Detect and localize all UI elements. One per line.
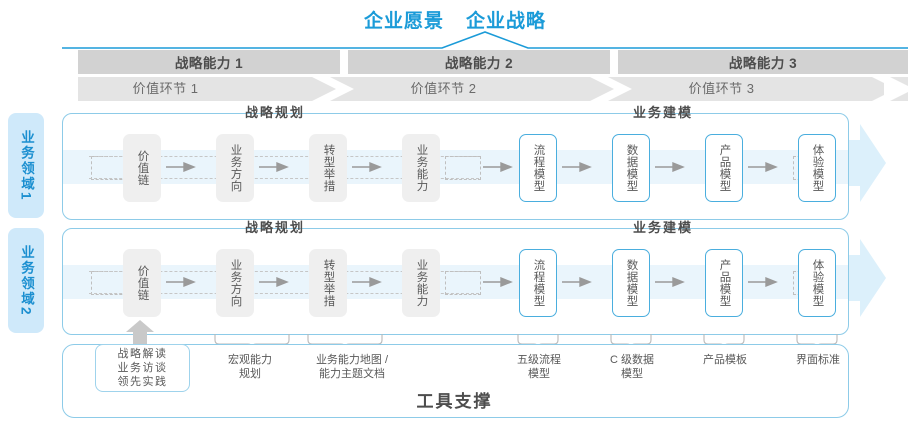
- title-enterprise-strategy: 企业战略: [466, 10, 547, 32]
- arrow-icon-r2-2: [259, 277, 289, 287]
- node-planning-1-row-2[interactable]: 价值链: [123, 249, 161, 317]
- arrow-icon-r2-5: [562, 277, 592, 287]
- arrow-icon-r1-3: [352, 162, 382, 172]
- capability-bar-3: 战略能力 3: [618, 50, 908, 74]
- title-underline-chevron: [62, 31, 908, 49]
- node-modeling-1-row-2[interactable]: 流程模型: [519, 249, 557, 317]
- arrow-icon-r2-3: [352, 277, 382, 287]
- value-chain-chevron-row: [78, 77, 908, 101]
- section-rule-left-planning-2: [75, 228, 220, 229]
- flow-arrowhead-row-1: [840, 124, 886, 202]
- section-rule-left-modeling-2: [483, 228, 608, 229]
- arrow-icon-r1-6: [655, 162, 685, 172]
- node-modeling-1-row-1[interactable]: 流程模型: [519, 134, 557, 202]
- capability-label-1: 战略能力 1: [174, 56, 244, 71]
- section-caption-planning-2: 战略规划: [244, 220, 305, 235]
- node-modeling-3-row-2[interactable]: 产品模型: [705, 249, 743, 317]
- arrow-icon-r2-7: [748, 277, 778, 287]
- value-chain-label-3: 价值环节 3: [688, 81, 755, 96]
- node-modeling-2-row-2[interactable]: 数据模型: [612, 249, 650, 317]
- title-enterprise-vision: 企业愿景: [363, 10, 444, 32]
- dash-line-row-2-b: [89, 293, 479, 294]
- capability-bar-1: 战略能力 1: [78, 50, 340, 74]
- arrow-icon-r2-1: [166, 277, 196, 287]
- arrow-icon-r2-6: [655, 277, 685, 287]
- dash-line-row-1-b: [89, 178, 479, 179]
- tool-label-data-model: C 级数据 模型: [610, 354, 654, 380]
- value-chain-label-1: 价值环节 1: [132, 81, 199, 96]
- tool-support-panel: [62, 344, 849, 418]
- section-caption-planning-1: 战略规划: [244, 105, 305, 120]
- domain-label-num-1: 1: [18, 191, 34, 202]
- tool-label-capability-map: 业务能力地图 / 能力主题文档: [315, 354, 389, 380]
- tool-box-strategy-label: 战略解读 业务访谈 领先实践: [117, 348, 168, 388]
- placeholder-dash-start-row-2: [91, 271, 127, 295]
- tool-label-ui-standard: 界面标准: [796, 354, 840, 366]
- node-planning-1-row-1[interactable]: 价值链: [123, 134, 161, 202]
- node-planning-3-row-2[interactable]: 转型举措: [309, 249, 347, 317]
- upward-arrow-icon: [126, 320, 154, 344]
- tool-support-title: 工具支撑: [62, 388, 847, 411]
- placeholder-dash-start-row-1: [91, 156, 127, 180]
- arrow-icon-r1-5: [562, 162, 592, 172]
- section-caption-modeling-1: 业务建模: [632, 105, 693, 120]
- flow-arrowhead-row-2: [840, 239, 886, 317]
- node-planning-4-row-2[interactable]: 业务能力: [402, 249, 440, 317]
- tool-label-product-template: 产品模板: [703, 354, 747, 366]
- arrow-icon-r2-4: [483, 277, 513, 287]
- domain-label-text-1: 业务领域: [19, 129, 34, 192]
- section-rule-right-modeling-1: [718, 113, 836, 114]
- capability-label-2: 战略能力 2: [444, 56, 514, 71]
- tool-box-strategy-interpretation[interactable]: 战略解读 业务访谈 领先实践: [95, 344, 190, 392]
- domain-label-num-2: 2: [18, 306, 34, 317]
- domain-row-2: 战略规划 业务建模 价值链 业务方向 转型举措 业务能力 流程模型 数据模型 产…: [62, 220, 849, 335]
- domain-row-1: 战略规划 业务建模 价值链 业务方向 转型举措 业务能力 流程模型 数据模型 产…: [62, 105, 849, 220]
- section-rule-right-modeling-2: [718, 228, 836, 229]
- node-modeling-4-row-2[interactable]: 体验模型: [798, 249, 836, 317]
- header-titles: 企业愿景 企业战略: [0, 6, 910, 32]
- node-modeling-3-row-1[interactable]: 产品模型: [705, 134, 743, 202]
- tool-label-process-model: 五级流程 模型: [517, 354, 561, 380]
- node-planning-2-row-1[interactable]: 业务方向: [216, 134, 254, 202]
- tool-support-title-label: 工具支撑: [416, 391, 493, 411]
- dash-line-row-2-a: [89, 271, 479, 272]
- arrow-icon-r1-7: [748, 162, 778, 172]
- placeholder-dash-mid-row-1: [445, 156, 481, 180]
- arrow-icon-r1-1: [166, 162, 196, 172]
- capability-label-3: 战略能力 3: [728, 56, 798, 71]
- section-caption-modeling-2: 业务建模: [632, 220, 693, 235]
- node-modeling-4-row-1[interactable]: 体验模型: [798, 134, 836, 202]
- section-rule-left-planning-1: [75, 113, 220, 114]
- value-chain-label-2: 价值环节 2: [410, 81, 477, 96]
- capability-bar-2: 战略能力 2: [348, 50, 610, 74]
- dash-line-row-1-a: [89, 156, 479, 157]
- node-planning-3-row-1[interactable]: 转型举措: [309, 134, 347, 202]
- section-rule-left-modeling-1: [483, 113, 608, 114]
- domain-label-text-2: 业务领域: [19, 244, 34, 307]
- arrow-icon-r1-4: [483, 162, 513, 172]
- node-modeling-2-row-1[interactable]: 数据模型: [612, 134, 650, 202]
- tool-label-macro-capability: 宏观能力 规划: [228, 354, 272, 380]
- section-rule-right-planning-2: [330, 228, 475, 229]
- section-rule-right-planning-1: [330, 113, 475, 114]
- arrow-icon-r1-2: [259, 162, 289, 172]
- node-planning-2-row-2[interactable]: 业务方向: [216, 249, 254, 317]
- node-planning-4-row-1[interactable]: 业务能力: [402, 134, 440, 202]
- placeholder-dash-mid-row-2: [445, 271, 481, 295]
